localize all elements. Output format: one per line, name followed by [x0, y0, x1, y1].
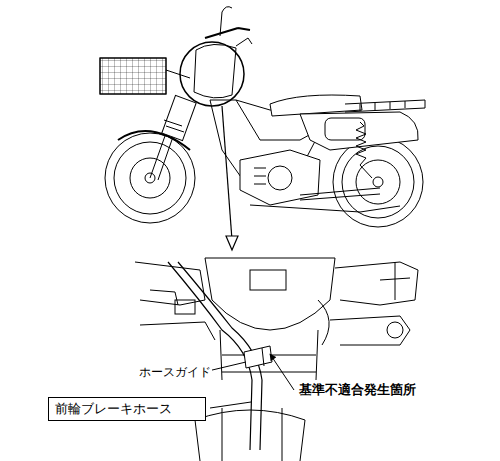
- front-fork-part: [164, 120, 184, 132]
- right-frame-part: [380, 262, 410, 300]
- left-frame: [135, 262, 215, 340]
- front-fork-part: [162, 95, 196, 140]
- steering-stem-part: [220, 330, 318, 380]
- front-basket-part: [100, 58, 166, 94]
- steering-stem: [220, 330, 318, 380]
- front-basket-part: [166, 70, 190, 78]
- engine: [240, 150, 320, 205]
- left-frame-part: [150, 290, 178, 305]
- headlight-housing-part: [250, 270, 286, 290]
- handlebar-part: [236, 38, 252, 46]
- detail-arrow: [222, 106, 232, 240]
- rear-shock-part: [356, 122, 372, 178]
- right-frame-part: [387, 322, 403, 338]
- rear-rack-part: [345, 100, 425, 112]
- motorcycle: [100, 7, 425, 250]
- left-frame-part: [140, 322, 215, 340]
- rear-wheel-part: [342, 146, 414, 218]
- engine-part: [240, 150, 320, 205]
- handlebar-part: [220, 7, 232, 36]
- front-fender-part: [222, 408, 282, 461]
- hose-guide-part: [244, 346, 272, 368]
- hose-guide-part: [262, 348, 264, 366]
- front-basket-part: [100, 58, 166, 94]
- left-frame-part: [175, 300, 195, 314]
- leader-lines-part: [208, 362, 246, 371]
- engine-part: [268, 166, 292, 190]
- engine-part: [254, 168, 266, 184]
- leader-lines-part: [210, 402, 251, 408]
- front-fender-part: [195, 410, 305, 461]
- front-fork: [150, 95, 196, 180]
- part-name: 前輪ブレーキホース: [55, 400, 199, 418]
- detail-view: [135, 258, 418, 461]
- front-fender: [195, 408, 305, 461]
- rear-wheel-part: [373, 177, 383, 187]
- exhaust-part: [250, 205, 400, 212]
- rear-wheel-part: [356, 160, 400, 204]
- front-basket: [100, 58, 190, 94]
- part-name: ホースガイド: [138, 364, 212, 381]
- exhaust: [250, 188, 400, 212]
- leader-lines-part: [270, 354, 294, 390]
- rear-wheel-part: [333, 137, 423, 227]
- rear-wheel: [333, 137, 423, 227]
- handlebar-part: [194, 44, 236, 97]
- right-frame: [318, 262, 418, 345]
- leader-lines: [208, 354, 294, 408]
- rear-rack-part: [360, 101, 405, 111]
- handlebar: [194, 7, 252, 98]
- detail-arrowhead: [226, 236, 238, 250]
- exhaust-part: [300, 188, 380, 200]
- rear-rack: [345, 100, 425, 112]
- right-frame-part: [335, 262, 418, 305]
- brake-hose-part: [168, 262, 252, 450]
- detail-circle: [180, 42, 244, 106]
- handlebar-part: [205, 28, 250, 38]
- defect-location: 基準不適合発生箇所: [298, 381, 417, 399]
- left-frame-part: [135, 262, 205, 305]
- right-frame-part: [318, 300, 329, 345]
- rear-shock: [356, 122, 372, 178]
- hose-guide: [244, 346, 272, 368]
- boxed-label: 前輪ブレーキホース: [48, 397, 206, 421]
- right-frame-part: [330, 316, 410, 345]
